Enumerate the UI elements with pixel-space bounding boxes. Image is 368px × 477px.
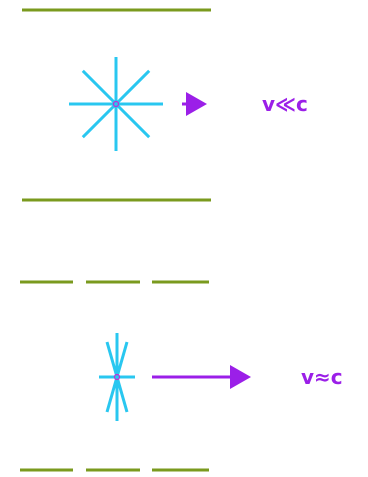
isotropic-field-lines: [69, 57, 163, 151]
charge-point-fast: [113, 373, 121, 381]
fast-case-label: v≈c: [301, 365, 343, 389]
charge-point-slow: [112, 100, 120, 108]
field-line: [81, 102, 118, 139]
field-line: [114, 69, 151, 106]
field-line: [81, 69, 118, 106]
slow-case-label: v≪c: [262, 92, 308, 116]
field-line: [114, 102, 151, 139]
compressed-field-lines: [99, 333, 135, 421]
